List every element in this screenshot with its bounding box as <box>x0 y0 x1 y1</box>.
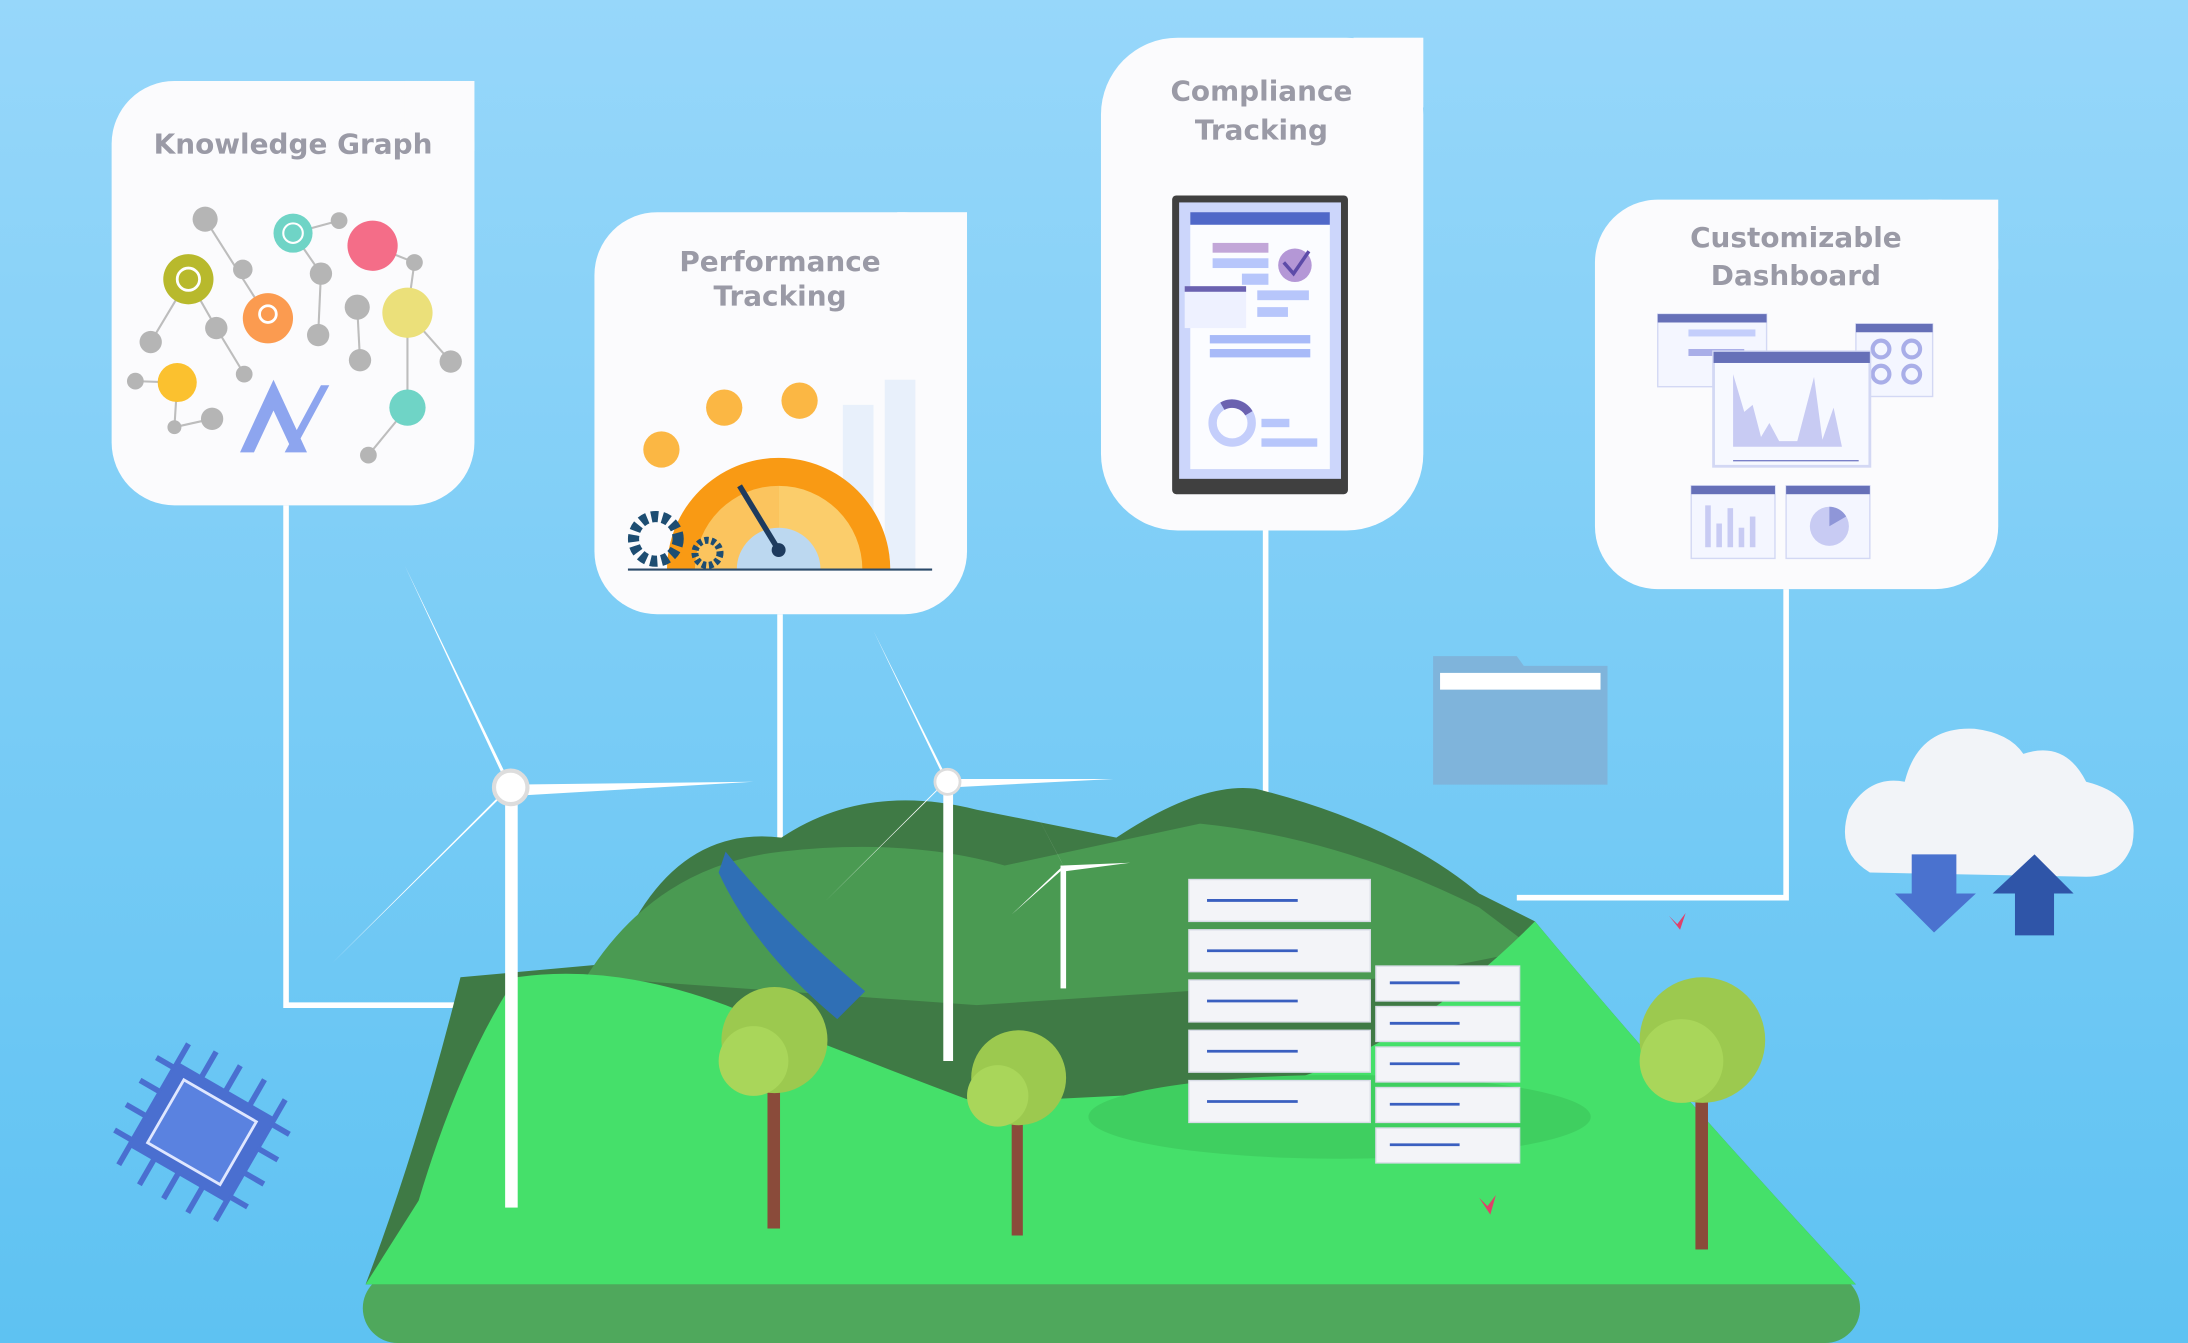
lightbulb-icon <box>347 220 398 271</box>
compliance-tracking-title-line1: Compliance <box>1170 75 1352 108</box>
compliance-tracking-title-line2: Tracking <box>1195 114 1328 147</box>
dollar-icon <box>273 213 313 253</box>
performance-tracking-title-line2: Tracking <box>714 280 847 313</box>
butterfly-icon <box>1479 1195 1496 1215</box>
tree-icon <box>718 987 828 1229</box>
award-icon <box>706 389 743 426</box>
server-rack-icon <box>1188 878 1521 1164</box>
tree-icon <box>1639 977 1766 1250</box>
connector-lines <box>283 505 1789 1008</box>
folder-icon <box>1433 656 1608 785</box>
runner-chart-icon <box>157 362 197 403</box>
customizable-dashboard-title-line2: Dashboard <box>1711 259 1881 292</box>
cpu-chip-icon <box>113 1042 291 1222</box>
upload-arrow-icon <box>1992 854 2074 936</box>
logo-icon <box>240 379 330 453</box>
badge-icon <box>643 431 680 468</box>
performance-tracking-card: Performance Tracking <box>594 212 968 615</box>
tablet-icon <box>1172 195 1348 495</box>
dashboard-widgets <box>1657 313 1934 560</box>
tree-icon <box>967 1030 1067 1236</box>
butterfly-icon <box>1668 913 1686 930</box>
performance-tracking-title-line1: Performance <box>679 245 880 278</box>
wind-turbine-icon <box>1011 806 1131 989</box>
target-icon <box>163 254 214 305</box>
hourglass-icon <box>389 389 426 426</box>
customizable-dashboard-title-line1: Customizable <box>1690 221 1902 254</box>
knowledge-graph-title: Knowledge Graph <box>154 128 433 161</box>
search-icon <box>242 293 294 344</box>
scale-icon <box>781 382 818 419</box>
gear-icon <box>627 510 724 569</box>
cloud-icon <box>1844 728 2134 877</box>
hand-coins-icon <box>382 287 433 338</box>
wind-turbine-icon <box>826 631 1114 1061</box>
compliance-tracking-card: Compliance Tracking <box>1100 37 1424 531</box>
knowledge-graph-card: Knowledge Graph <box>111 80 475 506</box>
download-arrow-icon <box>1894 854 1976 933</box>
customizable-dashboard-card: Customizable Dashboard <box>1594 199 1999 590</box>
wind-turbine-icon <box>332 565 754 1208</box>
